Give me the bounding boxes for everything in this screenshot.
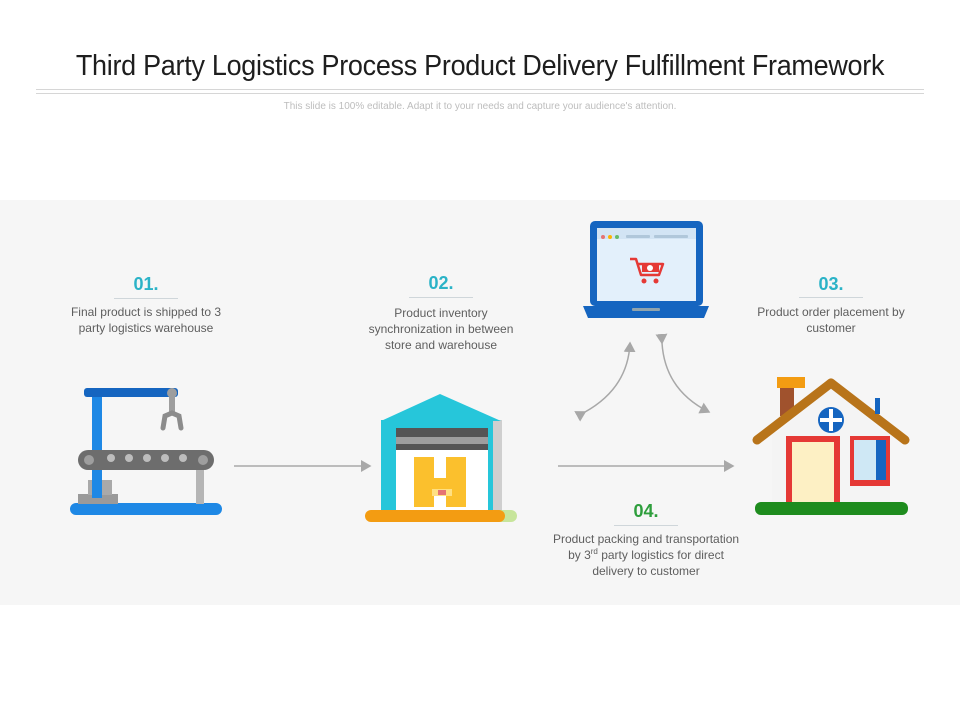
title-divider-secondary bbox=[36, 93, 924, 94]
laptop-cart-icon bbox=[583, 221, 709, 318]
step-4-text-end: party logistics for direct delivery to c… bbox=[592, 548, 724, 578]
step-4-text-superscript: rd bbox=[590, 547, 598, 556]
step-3-text: Product order placement by customer bbox=[757, 305, 905, 335]
step-4-text-start: Product packing and transportation by 3 bbox=[552, 532, 740, 562]
arrow-laptop-right bbox=[655, 333, 711, 414]
step-3-divider bbox=[799, 297, 863, 298]
step-4-text: Product packing and transportation by 3r… bbox=[546, 531, 746, 579]
step-2-text: Product inventory synchronization in bet… bbox=[368, 306, 514, 352]
step-1-number: 01. bbox=[133, 274, 159, 294]
step-2-divider bbox=[409, 297, 473, 298]
factory-conveyor-icon bbox=[70, 388, 222, 515]
arrow-laptop-left bbox=[574, 341, 636, 422]
step-4-divider bbox=[614, 525, 678, 526]
warehouse-icon bbox=[365, 394, 517, 522]
step-1-text: Final product is shipped to 3 party logi… bbox=[70, 305, 222, 335]
step-1-divider bbox=[114, 298, 178, 299]
slide-subtitle: This slide is 100% editable. Adapt it to… bbox=[283, 101, 677, 112]
slide-title: Third Party Logistics Process Product De… bbox=[75, 50, 885, 82]
title-divider bbox=[36, 89, 924, 90]
step-3-number: 03. bbox=[818, 274, 844, 294]
house-icon bbox=[752, 377, 910, 515]
step-4-number: 04. bbox=[633, 501, 659, 521]
step-2-number: 02. bbox=[428, 273, 454, 293]
